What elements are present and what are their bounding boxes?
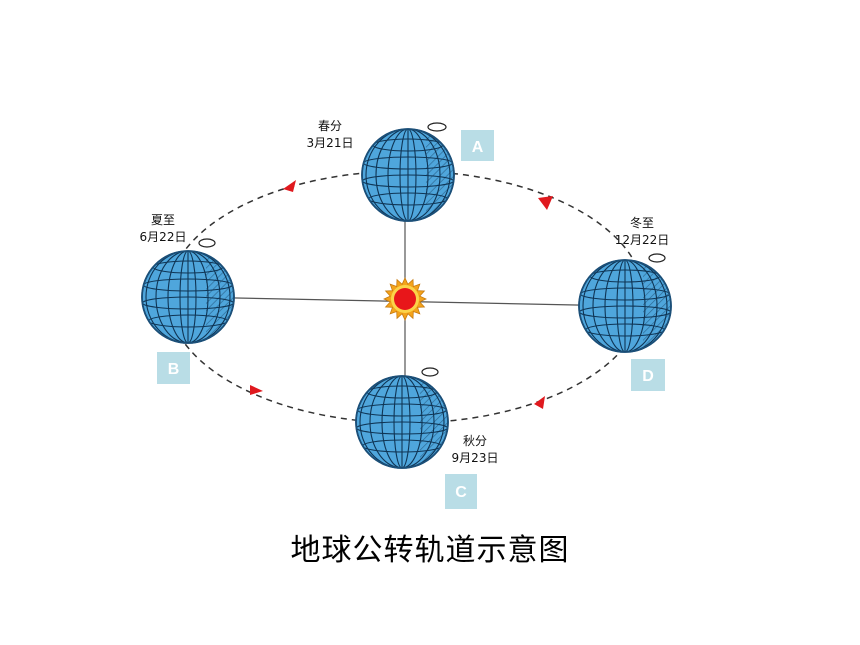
earth-globe-icon: [355, 375, 449, 469]
date-label-c: 9月23日: [452, 451, 499, 465]
term-label-b: 夏至: [151, 213, 175, 227]
term-label-a: 春分: [318, 119, 342, 133]
svg-text:A: A: [472, 139, 484, 156]
term-label-c: 秋分: [463, 434, 487, 448]
earth-globe-icon: [361, 128, 455, 222]
date-label-a: 3月21日: [307, 136, 354, 150]
earth-globe-icon: [578, 259, 672, 353]
badge-a: A: [461, 130, 494, 161]
svg-text:C: C: [455, 484, 467, 501]
date-label-b: 6月22日: [140, 230, 187, 244]
term-label-d: 冬至: [630, 215, 654, 230]
orbit-direction-arrow-icon: [538, 196, 553, 210]
earth-globe-icon: [141, 250, 235, 344]
badge-d: D: [631, 359, 665, 391]
svg-text:B: B: [168, 361, 180, 378]
date-label-d: 12月22日: [615, 233, 670, 247]
orbit-direction-arrow-icon: [534, 396, 545, 409]
diagram-title: 地球公转轨道示意图: [290, 533, 570, 568]
badge-c: C: [445, 474, 477, 509]
sun-icon: [383, 277, 427, 321]
orbit-direction-arrow-icon: [250, 385, 263, 395]
svg-text:D: D: [642, 368, 654, 385]
badge-b: B: [157, 352, 190, 384]
rotation-arrow-icon: [198, 122, 666, 377]
orbit-direction-arrow-icon: [283, 180, 296, 192]
